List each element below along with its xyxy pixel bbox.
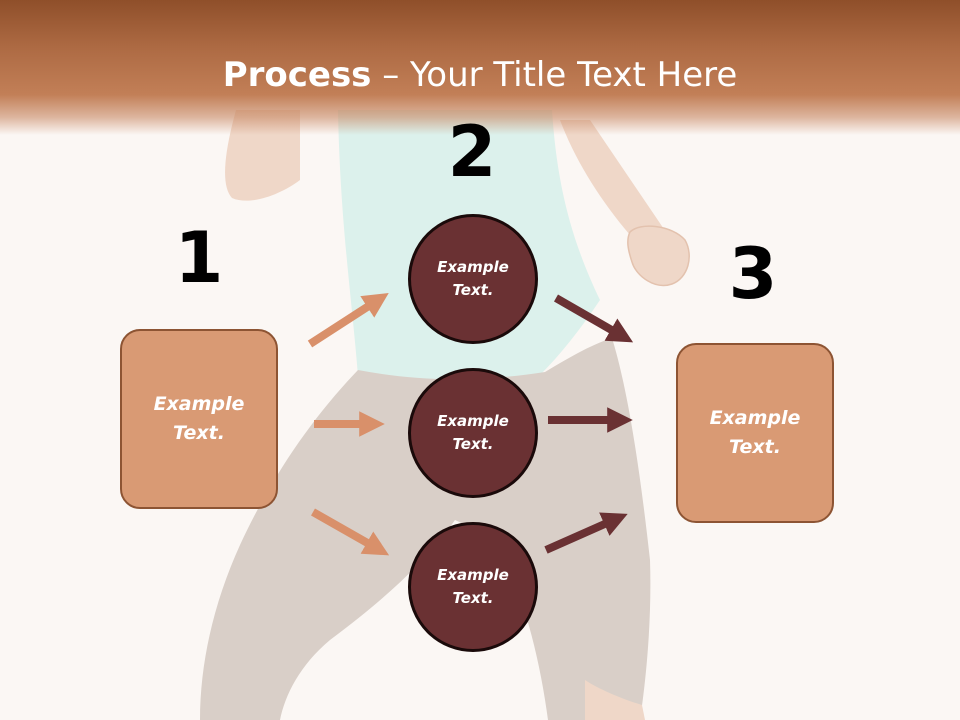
right-text-box: Example Text. — [676, 343, 834, 523]
circle-bottom-line2: Text. — [452, 589, 494, 607]
step-number-1: 1 — [174, 217, 224, 299]
arrow-1-to-2-bottom — [311, 508, 390, 556]
circle-top-line2: Text. — [452, 281, 494, 299]
circle-middle: Example Text. — [408, 368, 538, 498]
arrow-2-to-3-bottom — [544, 512, 628, 554]
step-number-3: 3 — [728, 233, 778, 315]
left-box-line1: Example — [153, 393, 245, 415]
circle-middle-line1: Example — [437, 412, 509, 430]
circle-middle-line2: Text. — [452, 435, 494, 453]
arrow-2-to-3-top — [554, 294, 634, 343]
slide-title: Process – Your Title Text Here — [0, 52, 960, 98]
arrow-1-to-2-top — [307, 293, 389, 348]
step-number-2: 2 — [447, 111, 497, 193]
circle-top: Example Text. — [408, 214, 538, 344]
circle-bottom: Example Text. — [408, 522, 538, 652]
left-text-box: Example Text. — [120, 329, 278, 509]
right-box-line2: Text. — [729, 436, 781, 458]
title-bold: Process — [222, 55, 372, 95]
right-box-line1: Example — [709, 407, 801, 429]
title-bar — [0, 0, 960, 135]
circle-bottom-line1: Example — [437, 566, 509, 584]
circle-top-line1: Example — [437, 258, 509, 276]
left-box-line2: Text. — [173, 422, 225, 444]
title-rest: – Your Title Text Here — [371, 55, 738, 95]
